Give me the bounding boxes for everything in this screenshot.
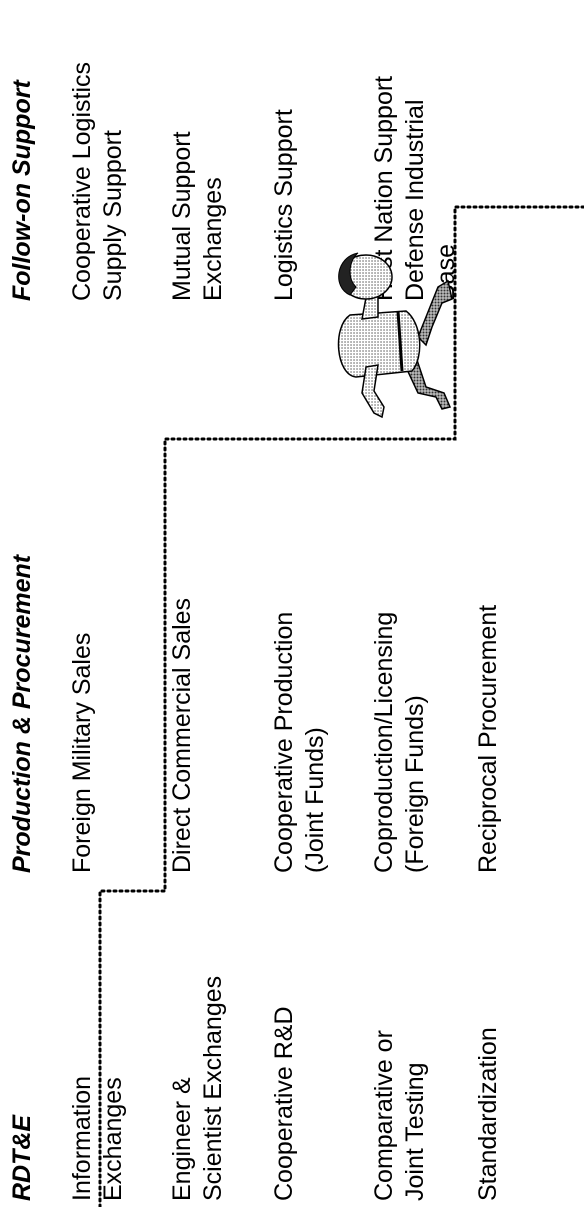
rdte-item-cooperative-rd: Cooperative R&D bbox=[270, 1006, 298, 1201]
production-item-direct-commercial-sales: Direct Commercial Sales bbox=[168, 597, 196, 873]
production-item-coproduction-licensing: Coproduction/Licensing(Foreign Funds) bbox=[370, 611, 429, 873]
production-item-reciprocal-procurement: Reciprocal Procurement bbox=[474, 604, 502, 873]
rdte-heading: RDT&E bbox=[8, 1114, 36, 1201]
production-item-foreign-military-sales: Foreign Military Sales bbox=[68, 632, 96, 873]
followon-heading: Follow-on Support bbox=[8, 80, 36, 301]
climbing-person-icon bbox=[337, 252, 453, 419]
production-heading: Production & Procurement bbox=[8, 554, 36, 873]
production-item-cooperative-production: Cooperative Production(Joint Funds) bbox=[270, 611, 329, 873]
rdte-item-standardization: Standardization bbox=[474, 1027, 502, 1201]
rdte-item-engineer-scientist-exchanges: Engineer &Scientist Exchanges bbox=[168, 975, 227, 1201]
